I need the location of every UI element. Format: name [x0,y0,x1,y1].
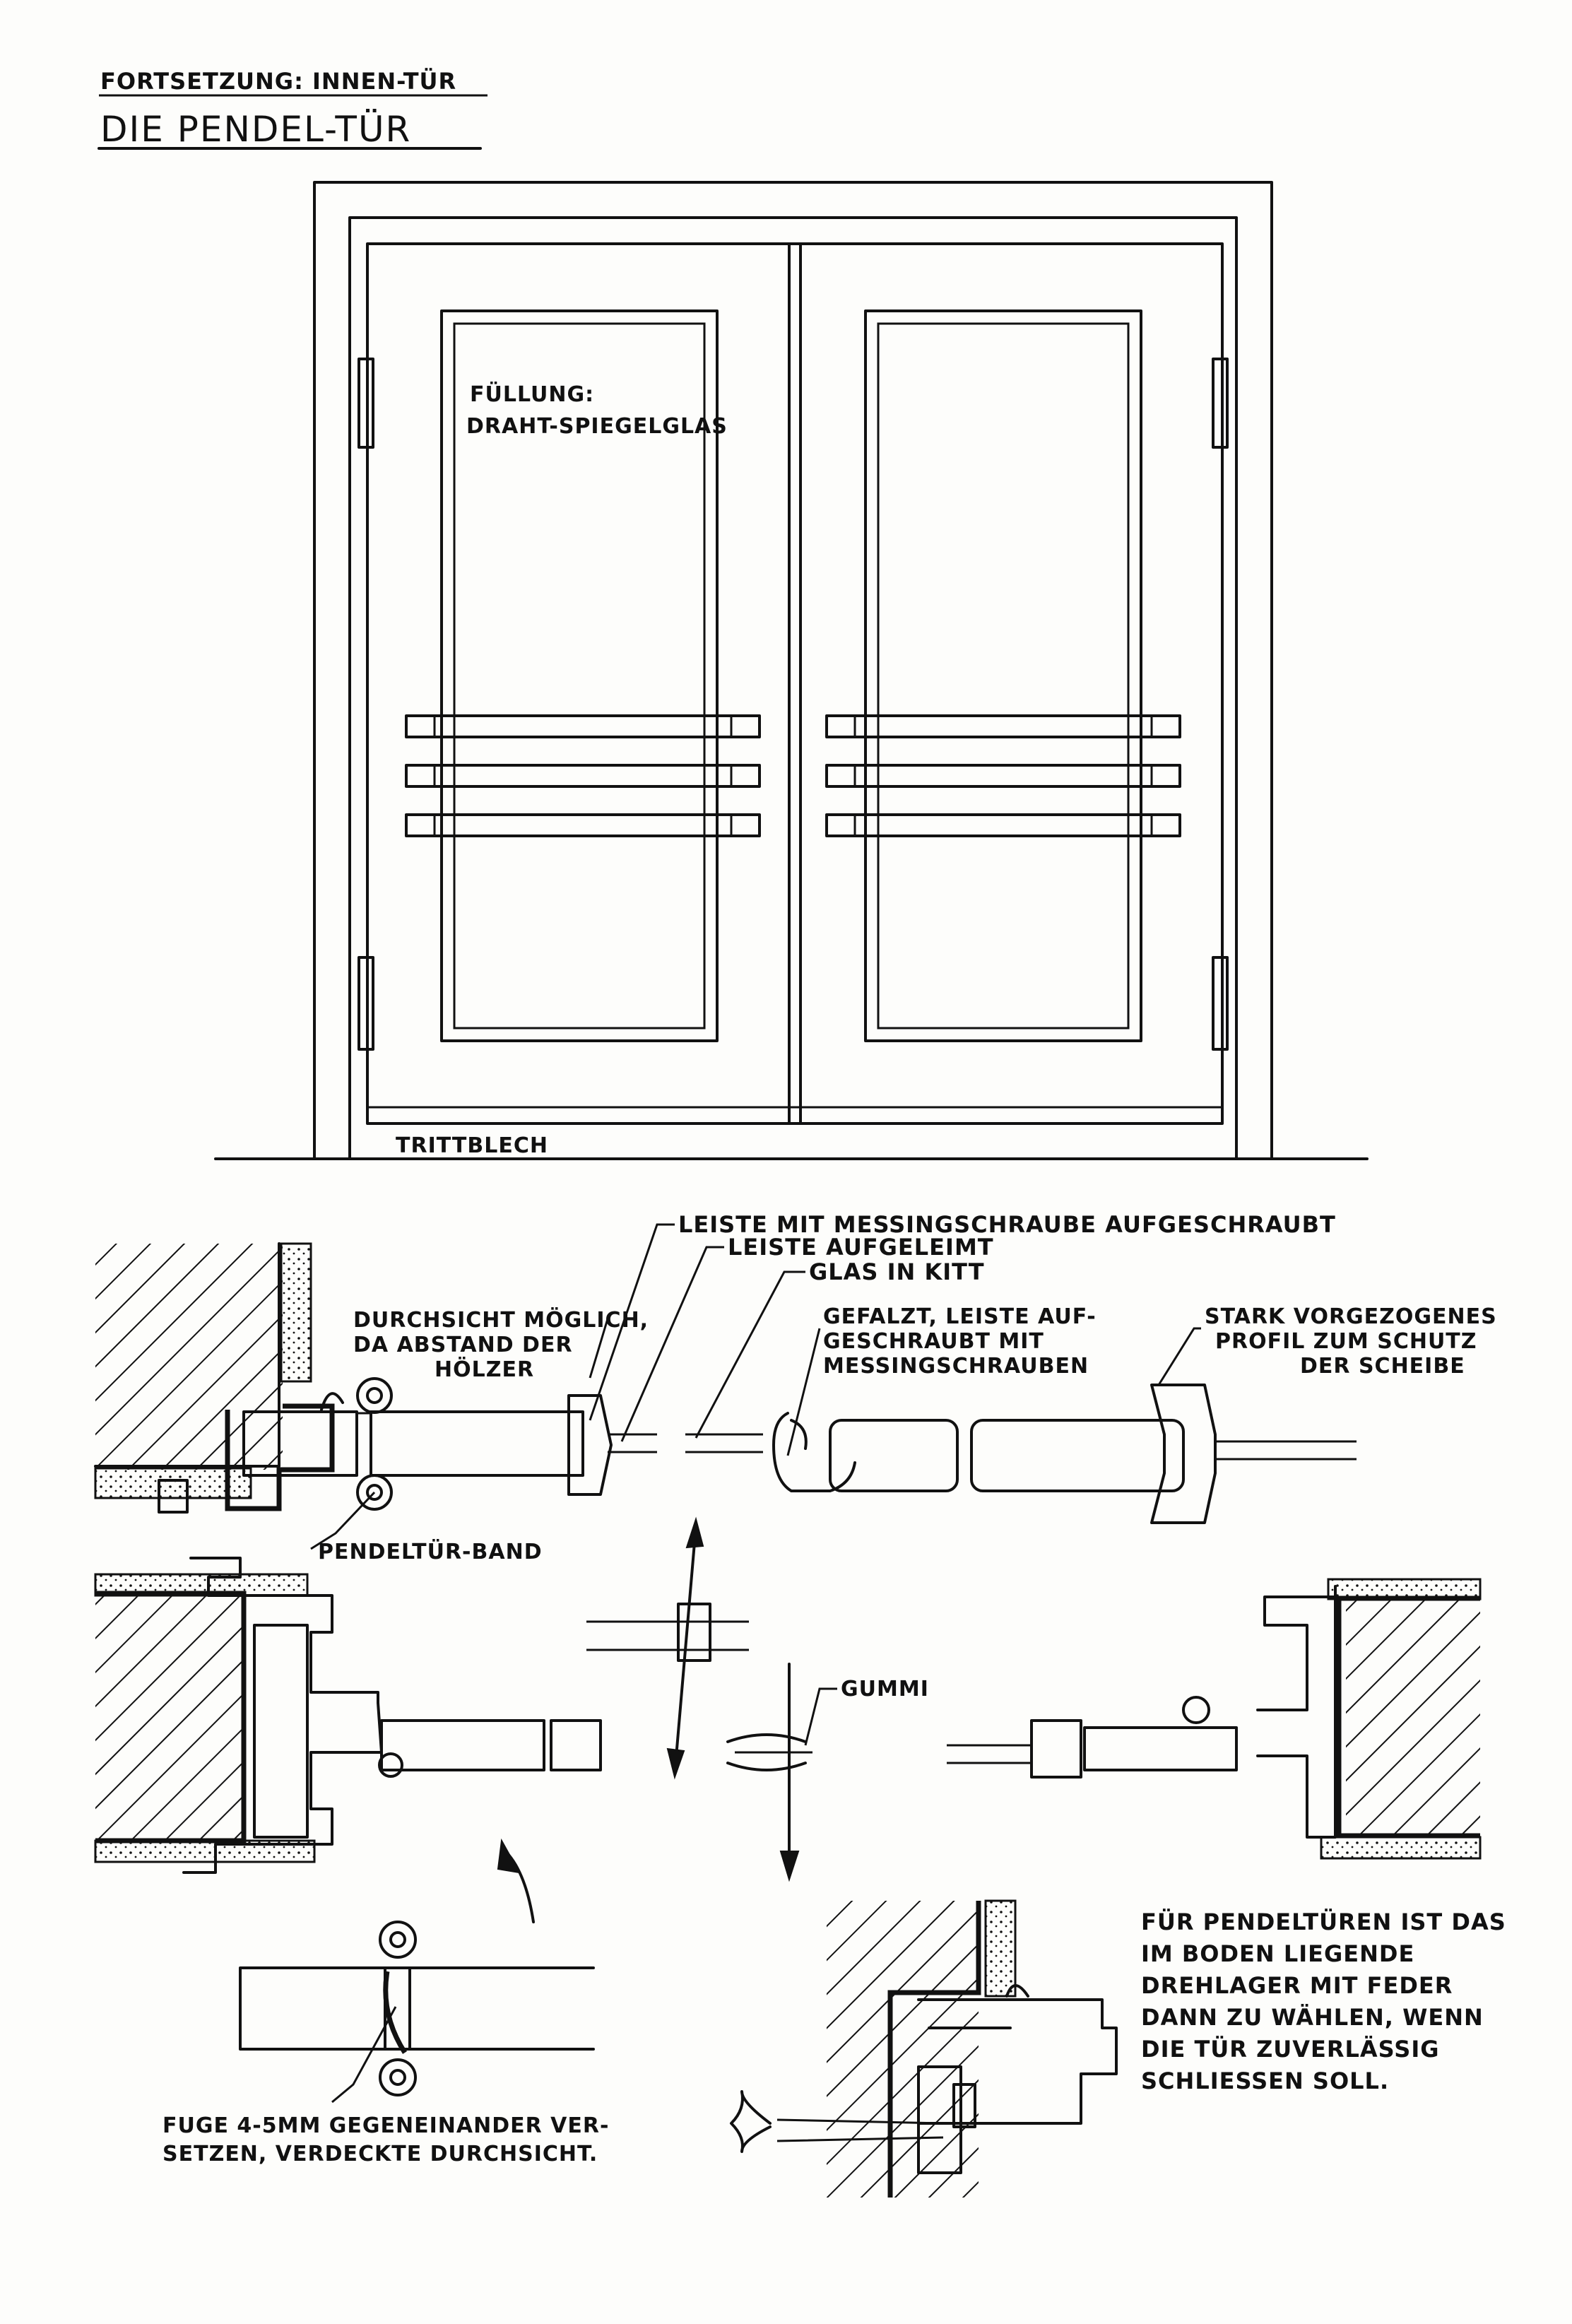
glass-label-line1: FÜLLUNG: [470,382,595,407]
label-glas-kitt: GLAS IN KITT [809,1258,985,1285]
label-gefalzt-3: MESSINGSCHRAUBEN [823,1354,1089,1379]
leaders-section-1 [310,1223,1201,1550]
section-hinge-detail [239,1838,595,2104]
label-fuge-1: FUGE 4-5mm GEGENEINANDER VER- [162,2113,610,2138]
push-bars-right [825,714,1181,837]
note-line-1: FÜR PENDELTÜREN IST DAS [1141,1909,1506,1935]
kick-plate-label: TRITTBLECH [396,1133,548,1158]
note-line-6: SCHLIESSEN SOLL. [1141,2068,1390,2094]
note-line-4: DANN ZU WÄHLEN, WENN [1141,2004,1484,2031]
section-glazing [94,1242,1357,1524]
section-floor-pivot [730,1899,1118,2198]
label-profil-1: STARK VORGEZOGENES [1205,1304,1497,1329]
label-gefalzt-1: GEFALZT, LEISTE AUF- [823,1304,1097,1329]
subtitle: FORTSETZUNG: INNEN-TÜR [100,68,457,95]
label-durchsicht-2: DA ABSTAND DER [353,1333,573,1357]
label-gefalzt-2: GESCHRAUBT MIT [823,1329,1044,1354]
section-swing-plan [94,1516,1482,1882]
label-leiste-messing: LEISTE MIT MESSINGSCHRAUBE AUFGESCHRAUBT [678,1211,1336,1238]
label-pendel-band: PENDELTÜR-BAND [318,1540,543,1564]
label-durchsicht-1: DURCHSICHT MÖGLICH, [353,1308,649,1333]
label-gummi: GUMMI [841,1677,929,1701]
note-line-3: DREHLAGER MIT FEDER [1141,1972,1453,1999]
note-line-5: DIE TÜR ZUVERLÄSSIG [1141,2036,1440,2063]
label-fuge-2: SETZEN, VERDECKTE DURCHSICHT. [162,2142,598,2166]
label-profil-2: PROFIL ZUM SCHUTZ [1215,1329,1477,1354]
push-bars-left [405,714,761,837]
label-durchsicht-3: HÖLZER [435,1357,535,1382]
door-elevation [214,181,1369,1160]
glass-label-line2: DRAHT-SPIEGELGLAS [466,414,728,439]
page-title: DIE PENDEL-TÜR [100,109,412,150]
note-line-2: IM BODEN LIEGENDE [1141,1940,1415,1967]
label-leiste-geleimt: LEISTE AUFGELEIMT [728,1234,994,1261]
label-profil-3: DER SCHEIBE [1300,1354,1465,1379]
